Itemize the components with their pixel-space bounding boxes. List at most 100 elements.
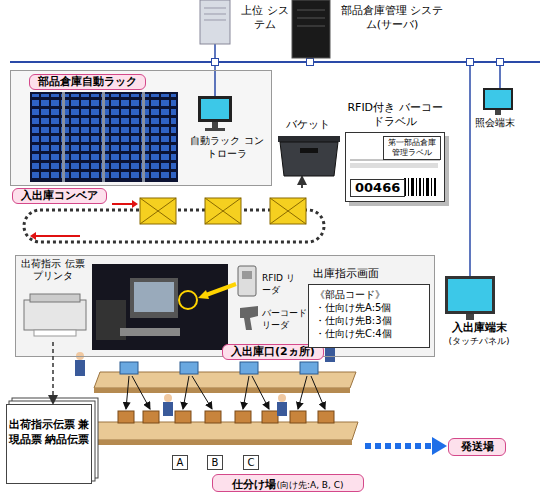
device-name: 照会端末 — [462, 116, 528, 130]
worker-body — [163, 402, 173, 416]
bar — [431, 178, 432, 196]
shipping-box — [290, 411, 306, 423]
device-name: 自動ラック コントローラ — [186, 134, 268, 160]
server-slot — [204, 8, 226, 9]
bar — [416, 178, 417, 196]
belt-front — [94, 388, 350, 393]
sorting-belt — [60, 422, 358, 440]
conveyor-box — [140, 198, 176, 224]
warehouse-server — [292, 0, 330, 58]
connector-arrow — [301, 176, 303, 188]
destination-letter: B — [208, 456, 222, 469]
destination-box: B — [207, 455, 223, 470]
destination-box: A — [172, 455, 188, 470]
device-name: RFID リーダ — [262, 272, 298, 296]
tote — [205, 198, 241, 224]
controller-label: 自動ラック コントローラ — [186, 134, 268, 166]
destination-box: C — [243, 455, 259, 470]
highlight-arrow-head — [198, 290, 209, 299]
sort-arrow — [183, 376, 189, 409]
system-label: 上位 システム — [238, 4, 292, 36]
network-node — [212, 59, 219, 66]
bar — [411, 178, 414, 196]
bar — [434, 178, 436, 196]
bar — [408, 178, 409, 196]
worker-head — [278, 394, 286, 402]
device-note: (タッチパネル) — [434, 335, 524, 347]
station-photo — [92, 264, 228, 350]
sorting-area-label: 仕分け場(向け先:A, B, C) — [212, 474, 364, 492]
server-slot — [204, 20, 226, 21]
rfid-reader — [238, 266, 256, 296]
conveyor-title: 入出庫コンベア — [12, 188, 107, 204]
label-heading: RFID付き バーコードラベル — [345, 101, 445, 129]
highlight-circle — [179, 291, 197, 309]
parts-box — [120, 362, 138, 374]
monitor-base — [205, 128, 225, 131]
document-name: 出荷指示伝票 兼 現品票 納品伝票 — [7, 417, 91, 447]
network-node — [497, 59, 504, 66]
destination-letter: A — [173, 456, 187, 469]
monitor-stand — [212, 122, 218, 128]
sort-arrow — [132, 376, 150, 409]
worker-body — [75, 360, 85, 376]
printer-top — [30, 294, 80, 302]
server-name: 部品倉庫管理 システム(サーバ) — [336, 4, 448, 32]
highlight-arrow — [206, 284, 236, 295]
region-title: 部品倉庫自動ラック — [29, 74, 146, 90]
screen-line: ・仕向け先A:5個 — [315, 301, 423, 314]
shipping-arrow-head — [432, 437, 447, 455]
printer-box: 出荷指示 伝票プリンタ — [20, 258, 86, 342]
worker-body — [277, 402, 287, 416]
area-name: 発送場 — [449, 439, 505, 455]
sort-arrow — [252, 376, 269, 409]
monitor-screen — [201, 99, 229, 119]
worker-head — [164, 394, 172, 402]
monitor-stand — [495, 110, 501, 115]
network-drop — [469, 62, 471, 276]
worker — [277, 394, 287, 416]
photo-screen — [134, 282, 174, 312]
worker-body — [325, 346, 335, 362]
photo-monitor — [130, 278, 178, 318]
station-region-fill — [15, 255, 435, 357]
area-note: (向け先:A, B, C) — [276, 480, 343, 490]
screen-title: 出庫指示画面 — [313, 267, 379, 281]
printer-body — [24, 300, 86, 330]
shipping-box — [143, 411, 159, 423]
tote-cross — [205, 198, 241, 224]
rack-photo — [30, 92, 178, 182]
shipping-box — [235, 411, 251, 423]
server-slot — [297, 10, 325, 11]
sort-arrow — [311, 376, 325, 409]
tote-cross — [270, 198, 306, 224]
part-name: バケット — [272, 118, 344, 132]
reader-window — [242, 271, 252, 279]
screen-line: 《部品コード》 — [315, 288, 423, 301]
bucket-handle — [300, 148, 318, 153]
monitor-screen — [448, 279, 492, 311]
bar — [423, 178, 424, 196]
shipping-area-label: 発送場 — [448, 438, 506, 456]
rfid-reader-label: RFID リーダ — [262, 272, 298, 298]
sort-arrow — [192, 376, 212, 409]
device-name: バーコード リーダ — [262, 307, 310, 331]
connector-arrow — [52, 342, 54, 404]
server-label: 部品倉庫管理 システム(サーバ) — [336, 4, 448, 36]
label-card — [345, 132, 445, 202]
rack-region-fill — [10, 70, 272, 186]
belt-front — [60, 440, 352, 445]
flow-arrow — [36, 235, 80, 237]
conveyor: 入出庫コンベア — [12, 188, 332, 248]
destination-letter: C — [244, 456, 258, 469]
monitor-stand — [466, 314, 474, 320]
server-slot — [204, 14, 226, 15]
sort-arrow — [126, 376, 129, 409]
rack-post — [102, 92, 105, 182]
server-slot — [297, 26, 325, 27]
area-name: 仕分け場 — [232, 478, 276, 491]
host-server — [200, 0, 230, 44]
inquiry-monitor — [483, 88, 513, 110]
system-name: 上位 システム — [238, 4, 292, 32]
